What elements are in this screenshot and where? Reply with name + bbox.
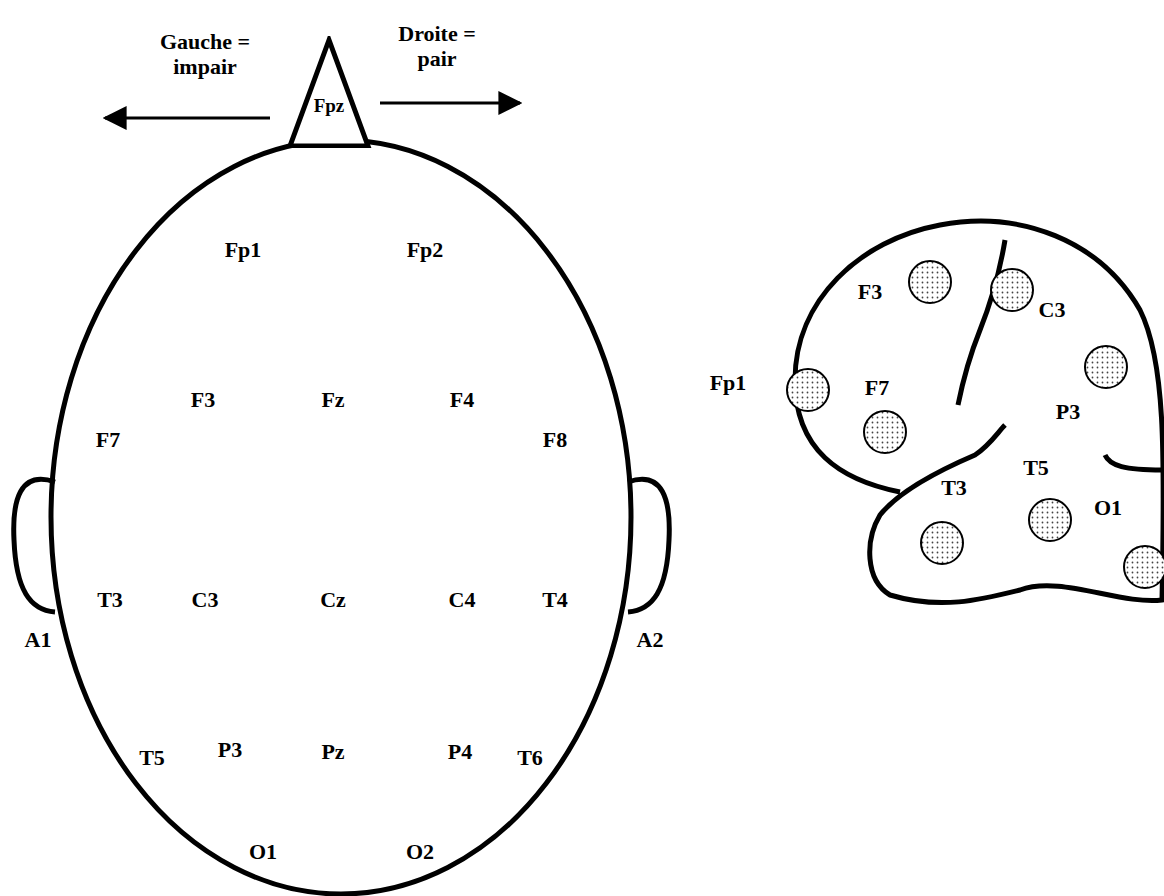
left-ear: [14, 479, 55, 612]
side-note: Gauche = impair: [150, 29, 260, 80]
electrode-label: T3: [941, 475, 967, 500]
electrode-label: O1: [1094, 495, 1122, 520]
brain-outline: [795, 221, 1163, 602]
electrode-label: F4: [450, 387, 474, 412]
electrode-label: T3: [97, 587, 123, 612]
electrode-label: F3: [858, 279, 882, 304]
nose-triangle: Fpz: [286, 36, 372, 148]
right-arrow: [380, 102, 520, 105]
electrode-label: C3: [192, 587, 219, 612]
electrode-label: C3: [1039, 297, 1066, 322]
electrode-label: A1: [25, 627, 52, 652]
electrode-label: P3: [1056, 399, 1080, 424]
electrode-dots: [787, 261, 1164, 588]
electrode-label: Fz: [321, 387, 344, 412]
electrode-label: F7: [865, 375, 889, 400]
left-arrow: [105, 117, 270, 120]
electrode-label: T5: [1023, 455, 1049, 480]
nose-outline: [286, 36, 372, 148]
electrode-label: T6: [517, 745, 543, 770]
electrode-label: F7: [96, 427, 120, 452]
electrode-label: P4: [448, 739, 472, 764]
electrode-label: Fp2: [407, 237, 444, 262]
electrode-label: O1: [249, 839, 277, 864]
electrode-label: A2: [637, 627, 664, 652]
central-sulcus: [958, 240, 1005, 405]
electrode-label: T5: [139, 745, 165, 770]
electrode-label: Fpz: [314, 95, 345, 117]
head-outline: [51, 140, 631, 894]
right-ear: [628, 479, 669, 612]
electrode-label: Fp1: [225, 237, 262, 262]
electrode-label: C4: [449, 587, 476, 612]
electrode-label: F3: [191, 387, 215, 412]
side-note: Droite = pair: [397, 21, 477, 72]
electrode-label: P3: [218, 737, 242, 762]
electrode-label: T4: [542, 587, 568, 612]
electrode-label: O2: [406, 839, 434, 864]
occipital-notch: [1105, 455, 1162, 470]
electrode-label: Cz: [320, 587, 346, 612]
electrode-label: Fp1: [710, 370, 747, 395]
electrode-label: Pz: [321, 739, 344, 764]
electrode-label: F8: [543, 427, 567, 452]
